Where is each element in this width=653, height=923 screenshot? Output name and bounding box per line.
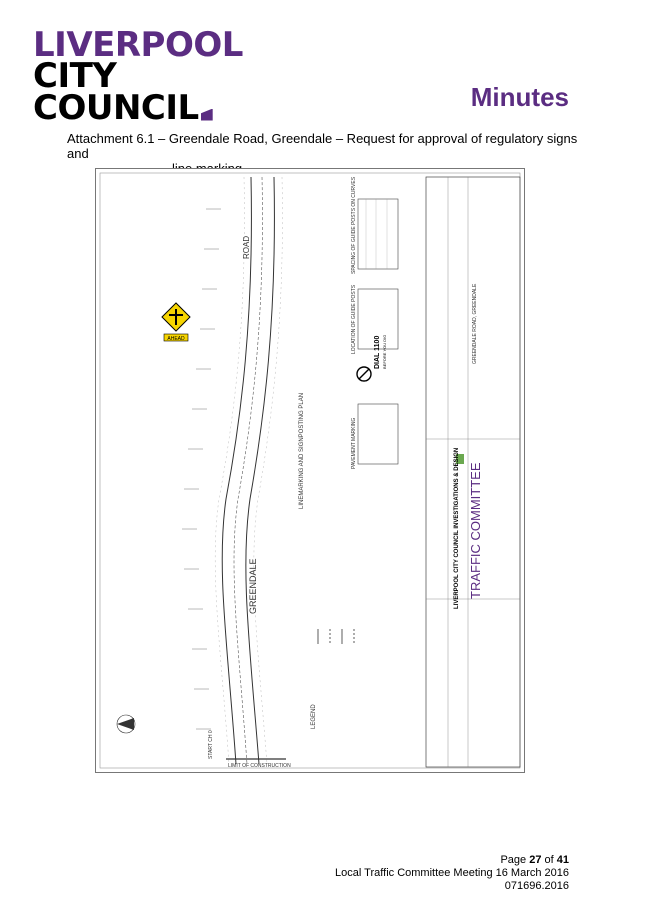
page-of: of	[541, 854, 557, 866]
sign-plate-text: AHEAD	[167, 336, 185, 342]
project-name: GREENDALE ROAD, GREENDALE	[472, 283, 478, 364]
pavement-title: PAVEMENT MARKING	[351, 417, 357, 469]
north-arrow-icon	[116, 714, 136, 734]
warning-sign-icon: AHEAD	[161, 302, 191, 342]
page-title: Minutes	[470, 82, 569, 112]
plan-svg: AHEAD	[99, 172, 521, 769]
legend-title: LEGEND	[311, 704, 317, 729]
road-centre-line	[233, 176, 263, 765]
council-logo: LIVERPOOL CITY COUNCIL	[33, 25, 243, 125]
logo-line-2: CITY	[33, 56, 117, 97]
plan-title: LINEMARKING AND SIGNPOSTING PLAN	[299, 392, 305, 509]
dial-sublabel: BEFORE YOU DIG	[382, 334, 387, 369]
page-total: 41	[556, 854, 569, 866]
linemarking-plan-drawing: AHEAD GREENDALE ROAD	[95, 168, 525, 773]
council-name: LIVERPOOL CITY COUNCIL INVESTIGATIONS & …	[454, 447, 460, 609]
council-mark-icon	[456, 454, 464, 464]
page-number: Page 27 of 41	[335, 854, 569, 867]
guide-posts-title: LOCATION OF GUIDE POSTS	[351, 284, 357, 354]
page-prefix: Page	[500, 854, 530, 866]
road-edge-right	[245, 176, 275, 765]
page-num: 27	[529, 854, 542, 866]
road-name-label: GREENDALE	[248, 558, 258, 614]
spacing-table	[357, 198, 399, 270]
logo-line-3: COUNCIL	[33, 91, 243, 125]
meeting-line: Local Traffic Committee Meeting 16 March…	[335, 867, 569, 879]
caption-line-1: Attachment 6.1 – Greendale Road, Greenda…	[67, 131, 578, 161]
committee-label: TRAFFIC COMMITTEE	[468, 462, 483, 600]
spacing-title: SPACING OF GUIDE POSTS ON CURVES	[351, 176, 357, 274]
logo-mark-icon	[200, 108, 213, 121]
logo-line-3-text: COUNCIL	[33, 87, 199, 128]
road-type-label: ROAD	[242, 235, 251, 259]
reference-number: 071696.2016	[504, 880, 569, 892]
dial-label: DIAL 1100	[374, 335, 381, 369]
road-edge-left	[221, 176, 252, 765]
title-block	[425, 176, 521, 768]
logo-line-1: LIVERPOOL	[33, 25, 243, 65]
dial-before-dig-icon	[356, 366, 372, 382]
limit-label: LIMIT OF CONSTRUCTION	[228, 763, 291, 769]
start-label: START CH 0	[208, 730, 214, 759]
page-footer: Page 27 of 41 Local Traffic Committee Me…	[335, 854, 569, 893]
